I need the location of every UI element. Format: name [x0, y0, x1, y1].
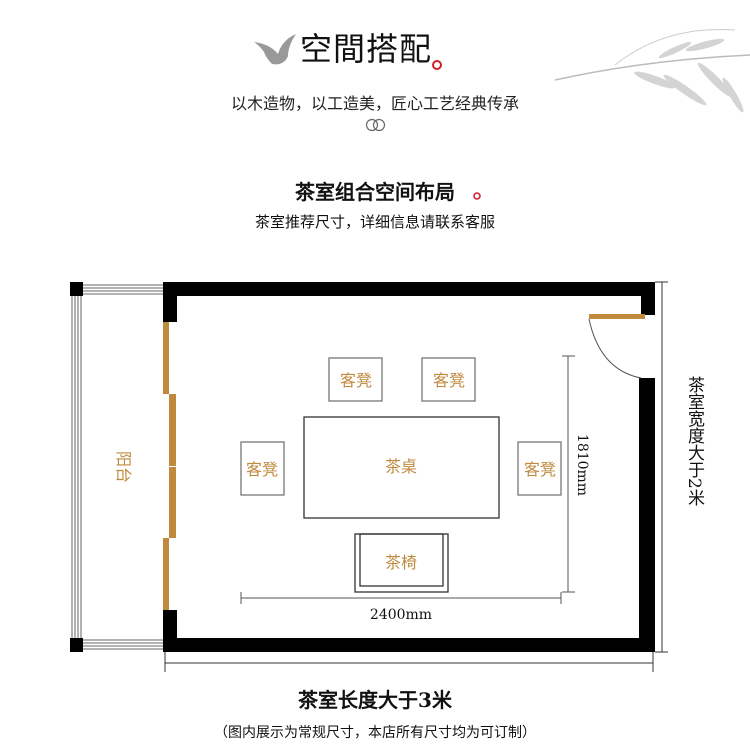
door-leaf: [589, 314, 645, 319]
walls: [163, 282, 655, 652]
leaves-decoration-icon: [555, 28, 750, 113]
sliding-doors: [163, 322, 176, 610]
page-title: 空間搭配: [300, 30, 433, 68]
section-subtitle: 茶室推荐尺寸，详细信息请联系客服: [254, 213, 495, 231]
footer-note: （图内展示为常规尺寸，本店所有尺寸均为可订制）: [214, 725, 536, 741]
stool-label: 客凳: [340, 371, 372, 390]
tea-table-label: 茶桌: [385, 457, 417, 476]
slogan: 以木造物，以工造美，匠心工艺经典传承: [230, 94, 519, 113]
tea-table: [303, 416, 500, 519]
tea-chair-label: 茶椅: [385, 553, 417, 572]
red-dot-icon: [473, 192, 481, 200]
swallow-icon: [254, 34, 296, 65]
stool: [421, 357, 476, 402]
balcony-label: 阳台: [114, 451, 133, 483]
room-width-note: 茶室宽度大于2米: [684, 376, 704, 506]
stool: [240, 441, 285, 496]
stool-label: 客凳: [246, 460, 278, 479]
balcony: [71, 284, 163, 650]
tea-chair: [354, 533, 449, 593]
stool-label: 客凳: [524, 460, 556, 479]
stool: [328, 357, 383, 402]
stool: [517, 441, 562, 496]
section-title: 茶室组合空间布局: [295, 180, 455, 204]
width-dimension-label: 2400mm: [370, 607, 432, 623]
door-swing-arc: [588, 318, 642, 379]
stool-label: 客凳: [433, 371, 465, 390]
red-dot-icon: [432, 60, 442, 70]
rings-icon: [365, 118, 386, 132]
room-length-note: 茶室长度大于3米: [298, 688, 452, 712]
outer-dimensions: [164, 281, 668, 672]
inner-dimensions: [240, 355, 575, 604]
depth-dimension-label: 1810mm: [574, 434, 590, 496]
